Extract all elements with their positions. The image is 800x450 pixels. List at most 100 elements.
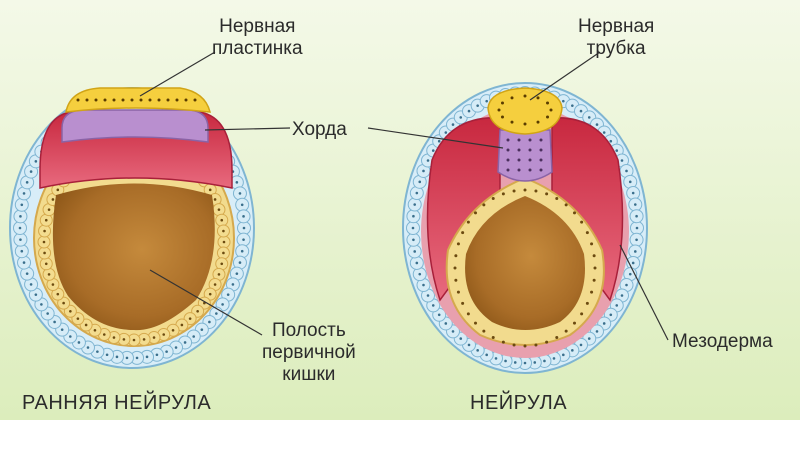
cell-nucleus — [517, 158, 521, 162]
cell-nucleus — [130, 98, 134, 102]
cell-nucleus — [528, 158, 532, 162]
cell-nucleus — [523, 188, 527, 192]
leader-mesoderm — [619, 244, 669, 341]
cell-nucleus — [534, 189, 538, 193]
cell-nucleus — [512, 189, 516, 193]
cell-nucleus — [459, 337, 463, 340]
cell-nucleus — [635, 214, 638, 218]
cell-nucleus — [528, 138, 532, 142]
cell-nucleus — [590, 242, 594, 246]
cell-nucleus — [242, 238, 245, 241]
cell-nucleus — [609, 313, 613, 317]
cell-nucleus — [148, 98, 152, 102]
cell-nucleus — [466, 312, 470, 316]
leader-gut-cavity — [149, 269, 263, 336]
cell-nucleus — [34, 293, 38, 296]
cell-nucleus — [208, 320, 211, 324]
cell-nucleus — [580, 312, 584, 316]
cell-nucleus — [491, 335, 495, 339]
cell-nucleus — [482, 203, 486, 207]
late-neural-dots — [497, 94, 553, 126]
cell-nucleus — [208, 188, 212, 192]
cell-nucleus — [467, 343, 471, 347]
cell-nucleus — [467, 109, 471, 113]
cell-nucleus — [485, 353, 488, 357]
cell-nucleus — [188, 317, 192, 320]
cell-nucleus — [103, 98, 107, 102]
cell-nucleus — [620, 159, 624, 162]
cell-nucleus — [476, 349, 479, 352]
cell-nucleus — [51, 198, 55, 201]
cell-nucleus — [592, 278, 596, 282]
cell-nucleus — [454, 254, 458, 258]
cell-nucleus — [506, 148, 510, 152]
label-primary-gut-cavity: Полость первичной кишки — [262, 320, 356, 386]
cell-nucleus — [171, 328, 175, 332]
cell-nucleus — [437, 313, 441, 317]
cell-nucleus — [595, 123, 599, 126]
cell-nucleus — [193, 98, 197, 102]
cell-nucleus — [192, 335, 196, 338]
cell-nucleus — [139, 98, 143, 102]
cell-nucleus — [46, 312, 49, 315]
cell-nucleus — [555, 335, 559, 339]
cell-nucleus — [29, 170, 33, 173]
cell-nucleus — [501, 192, 505, 196]
cell-nucleus — [533, 361, 537, 364]
cell-nucleus — [235, 272, 239, 275]
neurula — [402, 82, 648, 374]
cell-nucleus — [523, 94, 527, 98]
cell-nucleus — [593, 266, 597, 270]
cell-nucleus — [510, 96, 514, 100]
cell-nucleus — [461, 301, 465, 305]
cell-nucleus — [590, 290, 594, 294]
early-neurula — [9, 87, 255, 369]
cell-nucleus — [585, 301, 589, 305]
cell-nucleus — [19, 215, 22, 218]
cell-nucleus — [217, 273, 221, 276]
cell-nucleus — [615, 304, 619, 307]
cell-nucleus — [620, 294, 624, 297]
cell-nucleus — [20, 249, 24, 253]
late-chord — [497, 129, 553, 182]
cell-nucleus — [56, 188, 60, 192]
label-neural-tube-line-1: Нервная — [578, 16, 655, 37]
cell-nucleus — [220, 262, 224, 266]
early-gut-cavity — [52, 183, 215, 331]
cell-nucleus — [500, 115, 504, 119]
cell-nucleus — [132, 338, 136, 342]
cell-nucleus — [426, 294, 430, 297]
cell-nucleus — [528, 148, 532, 152]
cell-nucleus — [43, 251, 46, 255]
cell-nucleus — [595, 330, 599, 333]
late-neural-tube — [487, 87, 563, 135]
cell-nucleus — [545, 340, 549, 344]
cell-nucleus — [453, 266, 457, 270]
cell-nucleus — [461, 231, 465, 235]
cell-nucleus — [166, 98, 170, 102]
cell-nucleus — [517, 168, 521, 172]
cell-nucleus — [76, 98, 80, 102]
cell-nucleus — [122, 338, 126, 341]
cell-nucleus — [174, 346, 178, 349]
cell-nucleus — [628, 272, 632, 276]
cell-nucleus — [196, 309, 199, 313]
cell-nucleus — [25, 181, 29, 184]
cell-nucleus — [456, 290, 460, 294]
cell-nucleus — [145, 355, 149, 359]
cell-nucleus — [19, 238, 22, 241]
cell-nucleus — [112, 336, 116, 339]
cell-nucleus — [506, 168, 510, 172]
cell-nucleus — [242, 226, 246, 230]
caption-neurula: НЕЙРУЛА — [470, 392, 568, 414]
cell-nucleus — [217, 208, 221, 211]
cell-nucleus — [231, 283, 235, 286]
cell-nucleus — [76, 317, 80, 320]
cell-nucleus — [200, 328, 204, 331]
cell-nucleus — [415, 261, 419, 265]
cell-nucleus — [431, 149, 435, 152]
leader-neural-tube — [529, 51, 601, 101]
cell-nucleus — [444, 131, 448, 134]
cell-nucleus — [102, 333, 106, 336]
cell-nucleus — [572, 211, 576, 215]
